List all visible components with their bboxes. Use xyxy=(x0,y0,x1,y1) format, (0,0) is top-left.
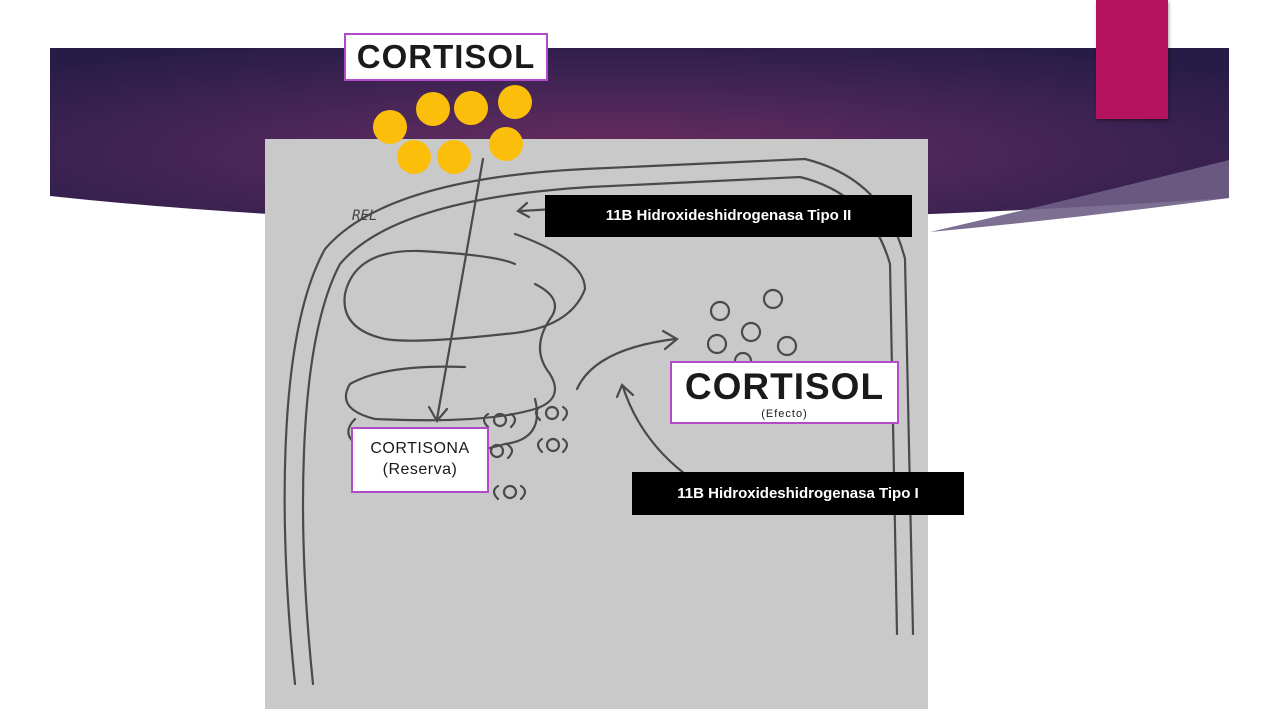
accent-tab xyxy=(1096,0,1168,119)
cortisona-title: CORTISONA xyxy=(370,440,470,457)
cortisol-molecule-dot xyxy=(437,140,471,174)
cortisol-molecule-dot xyxy=(489,127,523,161)
cortisol-effect-subtitle: (Efecto) xyxy=(761,408,808,420)
cortisol-molecule-dot xyxy=(373,110,407,144)
cortisona-subtitle: (Reserva) xyxy=(382,461,458,478)
enzyme-type2-label: 11B Hidroxideshidrogenasa Tipo II xyxy=(545,195,912,237)
cortisol-label-top: CORTISOL xyxy=(344,33,548,81)
rel-sketch-label: REL xyxy=(352,208,378,224)
cortisol-effect-title: CORTISOL xyxy=(684,366,885,407)
cortisol-molecule-dot xyxy=(416,92,450,126)
cortisol-molecule-dot xyxy=(454,91,488,125)
cortisol-molecule-dot xyxy=(498,85,532,119)
cortisol-molecule-dot xyxy=(397,140,431,174)
cortisona-reserve-label: CORTISONA (Reserva) xyxy=(351,427,489,493)
enzyme-type1-label: 11B Hidroxideshidrogenasa Tipo I xyxy=(632,472,964,515)
cortisol-effect-label: CORTISOL (Efecto) xyxy=(670,361,899,424)
